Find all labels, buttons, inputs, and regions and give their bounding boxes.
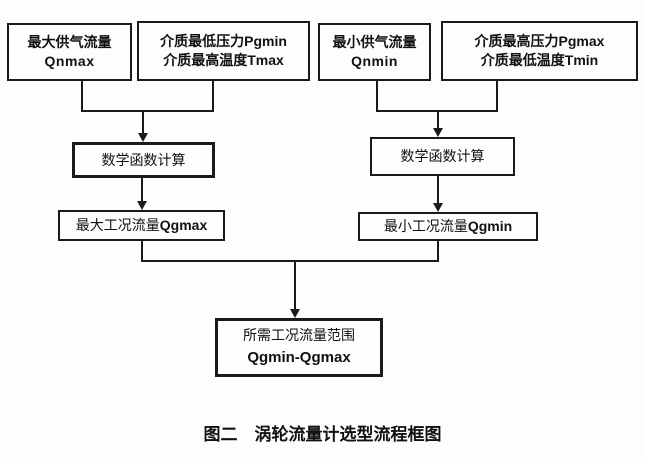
qgmax-label: 最大工况流量Qgmax (75, 217, 208, 234)
arrowhead-to-qgmax (137, 201, 147, 210)
qnmin-label-cn: 最小供气流量 (332, 34, 417, 51)
pgmax-label: 介质最高压力Pgmax (474, 33, 605, 50)
tmax-label: 介质最高温度Tmax (163, 52, 284, 68)
connector-right-merge-drop (437, 110, 439, 129)
qgmin-label: 最小工况流量Qgmin (383, 218, 513, 235)
connector-left-merge-drop (142, 110, 144, 134)
flow-box-calc-right: 数学函数计算 (370, 137, 515, 176)
flow-box-pgmin-tmax: 介质最低压力Pgmin 介质最高温度Tmax (137, 21, 310, 81)
connector-bottom-merge (141, 260, 439, 262)
tmin-label: 介质最低温度Tmin (480, 52, 599, 68)
connector-pgmax-down (496, 81, 498, 111)
qnmin-label-symbol: Qnmin (351, 53, 398, 69)
connector-pgmin-down (212, 81, 214, 111)
connector-qgmin-down (437, 241, 439, 262)
figure-caption: 图二 涡轮流量计选型流程框图 (203, 425, 442, 444)
qnmax-label-cn: 最大供气流量 (27, 34, 112, 51)
result-label-cn: 所需工况流量范围 (243, 327, 355, 344)
connector-bottom-merge-drop (294, 260, 296, 310)
qnmax-label-symbol: Qnmax (44, 53, 95, 69)
flow-box-qgmin: 最小工况流量Qgmin (358, 212, 538, 241)
flow-box-calc-left: 数学函数计算 (72, 142, 215, 178)
arrowhead-to-qgmin (433, 203, 443, 212)
connector-left-merge (81, 110, 214, 112)
connector-calc-right-down (437, 176, 439, 204)
connector-qnmax-down (81, 81, 83, 111)
flow-box-result: 所需工况流量范围 Qgmin-Qgmax (215, 318, 383, 377)
flow-box-qgmax: 最大工况流量Qgmax (58, 210, 225, 241)
pgmin-label: 介质最低压力Pgmin (160, 33, 287, 50)
flow-box-qnmax: 最大供气流量 Qnmax (7, 23, 132, 81)
connector-qgmax-down (141, 241, 143, 262)
connector-calc-left-down (141, 178, 143, 202)
calc-left-label: 数学函数计算 (101, 151, 186, 168)
arrowhead-to-calc-left (138, 133, 148, 142)
calc-right-label: 数学函数计算 (400, 148, 485, 165)
result-label-range: Qgmin-Qgmax (247, 349, 351, 367)
arrowhead-to-result (290, 309, 300, 318)
flow-box-qnmin: 最小供气流量 Qnmin (318, 23, 431, 81)
connector-qnmin-down (376, 81, 378, 111)
flow-box-pgmax-tmin: 介质最高压力Pgmax 介质最低温度Tmin (441, 21, 638, 81)
arrowhead-to-calc-right (433, 128, 443, 137)
